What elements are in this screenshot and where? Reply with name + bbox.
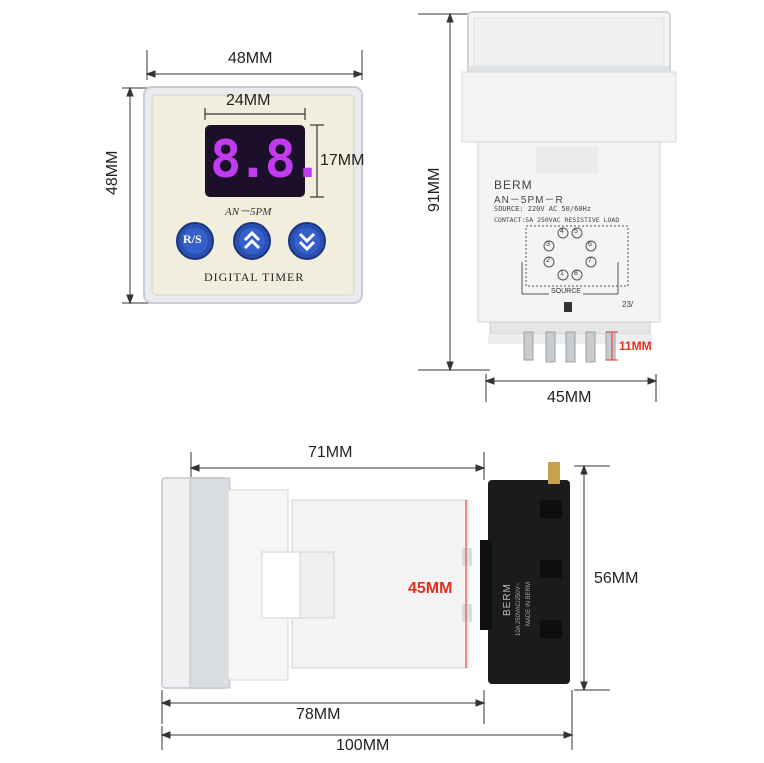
side-model: AN－5PM－R	[494, 195, 564, 206]
side-base-width-dimension	[484, 374, 658, 402]
terminal-8: 8	[574, 270, 578, 277]
total-length-label: 100MM	[336, 737, 390, 754]
body-height-label: 45MM	[408, 580, 453, 597]
pins	[523, 331, 616, 363]
model-text: AN－5PM	[225, 206, 272, 218]
side-source-line: SOURCE: 220V AC 50/60Hz	[494, 205, 591, 213]
double-chevron-up-icon	[243, 230, 261, 242]
terminal-3: 3	[546, 241, 550, 248]
date-code: 23/	[622, 300, 634, 309]
display-width-dimension	[204, 108, 306, 120]
terminal-4: 4	[560, 228, 564, 235]
side-contact-line: CONTACT:5A 250VAC RESISTIVE LOAD	[494, 216, 620, 224]
side-base-width-label: 45MM	[547, 389, 592, 406]
terminal-6: 6	[588, 241, 592, 248]
socket-brand: BERM	[502, 583, 513, 616]
front-width-label: 48MM	[228, 50, 273, 67]
button-up[interactable]	[233, 222, 271, 260]
socket-rating: 10A 250VAC/250V~	[516, 582, 522, 636]
depth-label: 78MM	[296, 706, 341, 723]
terminal-7: 7	[588, 257, 592, 264]
terminal-5: 5	[574, 228, 578, 235]
body-length-label: 71MM	[308, 444, 353, 461]
double-chevron-down-icon	[298, 232, 316, 244]
button-down[interactable]	[288, 222, 326, 260]
terminal-2: 2	[546, 257, 550, 264]
side-height-dimension	[418, 12, 490, 372]
source-label: SOURCE	[549, 288, 583, 295]
socket-origin: MADE IN BERM	[526, 581, 532, 626]
front-height-dimension	[122, 86, 150, 305]
socket-height-dimension	[574, 464, 610, 692]
front-width-dimension	[145, 50, 364, 80]
socket-height-label: 56MM	[594, 570, 639, 587]
pin-length-label: 11MM	[619, 339, 652, 353]
display-height-dimension	[310, 124, 324, 198]
display-height-label: 17MM	[320, 152, 365, 169]
reset-start-icon: R/S	[183, 232, 202, 246]
total-length-dimension	[160, 690, 574, 750]
pin-length-dimension	[606, 331, 618, 361]
led-display	[205, 125, 305, 197]
display-width-label: 24MM	[226, 92, 271, 109]
depth-dimension	[160, 690, 486, 724]
terminal-1: 1	[560, 270, 564, 277]
button-reset-start[interactable]	[176, 222, 214, 260]
side-brand: BERM	[494, 178, 533, 192]
product-name: DIGITAL TIMER	[204, 270, 305, 284]
body-length-dimension	[189, 452, 486, 480]
